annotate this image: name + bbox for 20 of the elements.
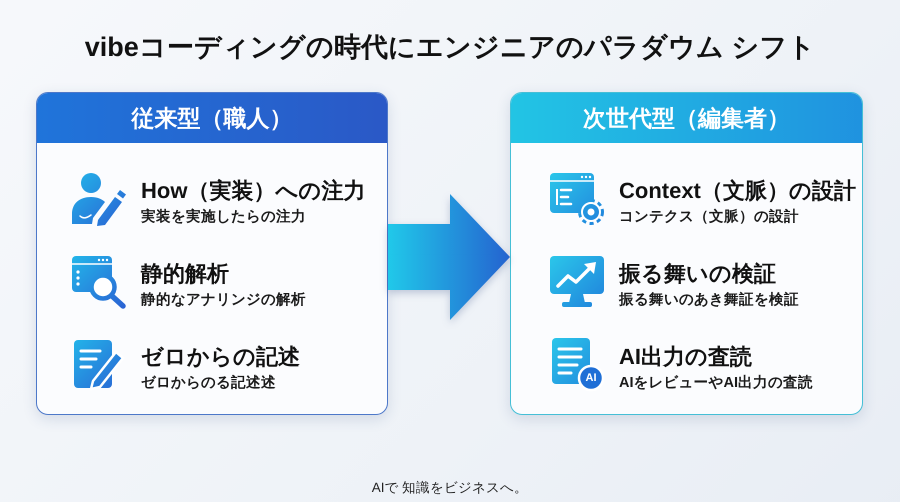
badge-label: AI: [584, 371, 598, 386]
panel-header: 従来型（職人）: [37, 93, 387, 143]
panel-header: 次世代型（編集者）: [511, 93, 862, 143]
title: vibeコーディングの時代にエンジニアのパラダウム シフト: [84, 31, 816, 64]
item-title: How（実装）への注力: [141, 178, 366, 204]
item-description: コンテクス（文脈）の設計: [619, 208, 799, 226]
panel: [510, 92, 863, 415]
item-title: ゼロからの記述: [141, 344, 300, 370]
block-arrow: [388, 194, 510, 320]
item-description: 静的なアナリンジの解析: [141, 291, 306, 309]
item-description: ゼロからのる記述述: [141, 374, 276, 392]
item-title: Context（文脈）の設計: [619, 178, 856, 204]
item-title: AI出力の査読: [619, 344, 752, 370]
item-description: AIをレビューやAI出力の査読: [619, 374, 813, 392]
item-description: 実装を実施したらの注力: [141, 208, 306, 226]
item-description: 振る舞いのあき舞証を検証: [619, 291, 799, 309]
panel: [36, 92, 388, 415]
item-title: 静的解析: [141, 261, 229, 287]
item-title: 振る舞いの検証: [619, 261, 776, 287]
tagline: AIで 知識をビジネスへ。: [372, 479, 528, 496]
